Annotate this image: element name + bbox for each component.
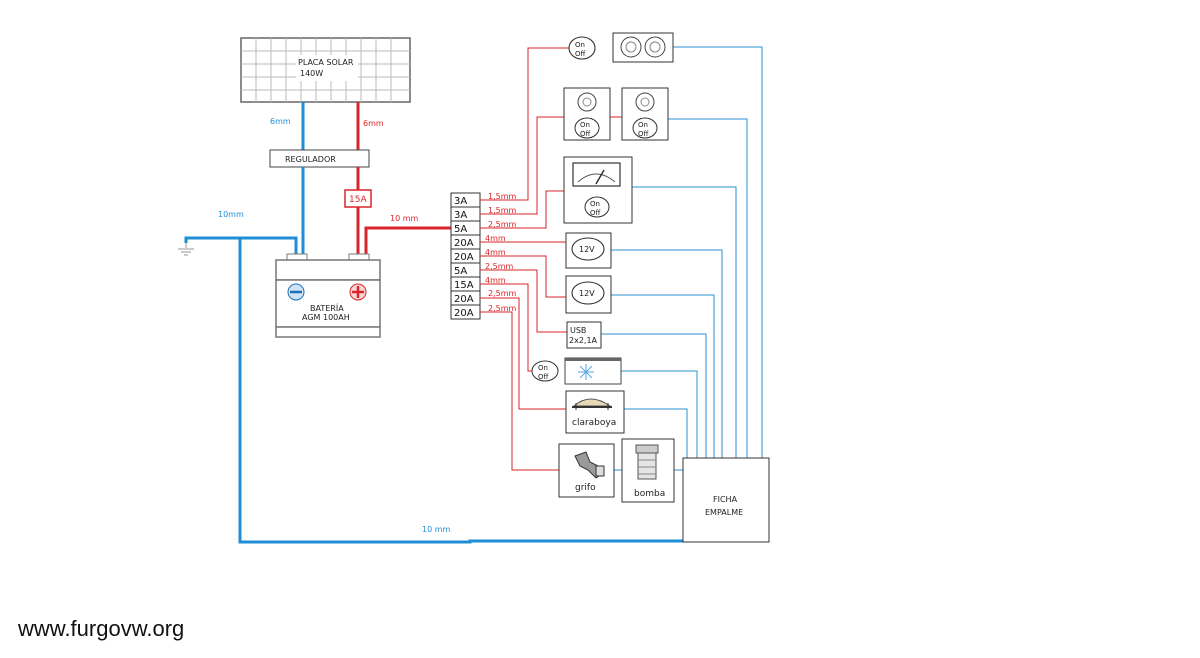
lamp-icon xyxy=(635,92,655,112)
connector-block: FICHA EMPALME xyxy=(682,457,770,543)
skylight-icon xyxy=(572,398,612,410)
svg-text:On: On xyxy=(575,41,585,49)
fan-icon xyxy=(578,364,594,380)
lamp-switch-2: On Off xyxy=(621,87,669,141)
panel-power: 140W xyxy=(300,69,323,78)
fuse-rating: 3A xyxy=(454,210,467,221)
solar-panel: PLACA SOLAR 140W xyxy=(240,37,411,103)
pump-icon xyxy=(635,444,659,480)
voltmeter: On Off xyxy=(563,156,633,224)
svg-text:USB: USB xyxy=(570,326,586,335)
battery-line1: BATERÍA xyxy=(310,302,344,313)
battery-line2: AGM 100AH xyxy=(302,313,350,322)
fuse-wire-gauge: 2,5mm xyxy=(488,304,517,313)
regulator: REGULADOR xyxy=(269,149,370,168)
fuse-wire-gauge: 4mm xyxy=(485,234,506,243)
socket-12v-2: 12V xyxy=(565,275,612,314)
light-icon xyxy=(644,36,666,58)
switch-1[interactable]: On Off xyxy=(568,36,596,60)
svg-text:Off: Off xyxy=(590,209,601,217)
regulator-label: REGULADOR xyxy=(285,155,336,164)
fuse-wire-gauge: 1,5mm xyxy=(488,206,517,215)
svg-text:bomba: bomba xyxy=(634,489,665,499)
fuse-wire-gauge: 1,5mm xyxy=(488,192,517,201)
fuse-rating: 3A xyxy=(454,196,467,207)
main-fuse-label: 15A xyxy=(349,195,367,205)
switch-4[interactable]: On Off xyxy=(584,196,610,218)
switch-5[interactable]: On Off xyxy=(531,360,559,382)
svg-text:claraboya: claraboya xyxy=(572,418,616,428)
return-wire xyxy=(238,236,690,544)
switch-3[interactable]: On Off xyxy=(632,117,658,139)
svg-text:On: On xyxy=(590,200,600,208)
ground-wire-label: 10mm xyxy=(218,210,244,219)
return-wire-label: 10 mm xyxy=(422,525,451,534)
switch-2[interactable]: On Off xyxy=(574,117,600,139)
fuse-rating: 20A xyxy=(454,238,474,249)
ground-icon xyxy=(178,242,194,256)
tap-icon xyxy=(574,451,605,479)
socket-12v-1: 12V xyxy=(565,232,612,269)
panel-pos-label: 6mm xyxy=(363,119,384,128)
main-fuse: 15A xyxy=(344,189,372,208)
usb-charger: USB 2x2,1A xyxy=(566,321,602,349)
fuse-rating: 5A xyxy=(454,224,467,235)
fuse-rating: 5A xyxy=(454,266,467,277)
svg-text:On: On xyxy=(538,364,548,372)
svg-text:On: On xyxy=(638,121,648,129)
battery: BATERÍA AGM 100AH xyxy=(275,253,381,338)
svg-text:Off: Off xyxy=(638,130,649,138)
fuse-wire-gauge: 2,5mm xyxy=(488,289,517,298)
fuse-rating: 20A xyxy=(454,252,474,263)
watermark: www.furgovw.org xyxy=(17,616,184,641)
fuse-wire-gauge: 2,5mm xyxy=(488,220,517,229)
svg-text:Off: Off xyxy=(575,50,586,58)
panel-title: PLACA SOLAR xyxy=(298,58,354,67)
fuse-rating: 20A xyxy=(454,294,474,305)
light-fixture-1 xyxy=(612,32,674,63)
svg-text:Off: Off xyxy=(538,373,549,381)
lamp-switch-1: On Off xyxy=(563,87,611,141)
tap: grifo xyxy=(558,443,615,498)
battery-pos-wire xyxy=(364,226,451,255)
svg-text:12V: 12V xyxy=(579,289,595,298)
svg-text:12V: 12V xyxy=(579,245,595,254)
svg-text:EMPALME: EMPALME xyxy=(705,508,743,517)
svg-text:Off: Off xyxy=(580,130,591,138)
svg-text:grifo: grifo xyxy=(575,483,596,493)
fuse-box: 3A 1,5mm 3A 1,5mm 5A 2,5mm 20A 4mm 20A 4mm 5A 2,5mm… xyxy=(450,192,517,320)
fuse-rating: 15A xyxy=(454,280,474,291)
fan xyxy=(564,357,622,385)
battery-fusebox-label: 10 mm xyxy=(390,214,419,223)
fuse-wire-gauge: 2,5mm xyxy=(485,262,514,271)
fuse-wire-gauge: 4mm xyxy=(485,276,506,285)
skylight: claraboya xyxy=(565,390,625,434)
fuse-rating: 20A xyxy=(454,308,474,319)
svg-text:FICHA: FICHA xyxy=(713,495,738,504)
fuse-wire-gauge: 4mm xyxy=(485,248,506,257)
svg-text:On: On xyxy=(580,121,590,129)
panel-neg-label: 6mm xyxy=(270,117,291,126)
svg-text:2x2,1A: 2x2,1A xyxy=(569,336,598,345)
lamp-icon xyxy=(577,92,597,112)
pump: bomba xyxy=(621,438,675,503)
light-icon xyxy=(620,36,642,58)
